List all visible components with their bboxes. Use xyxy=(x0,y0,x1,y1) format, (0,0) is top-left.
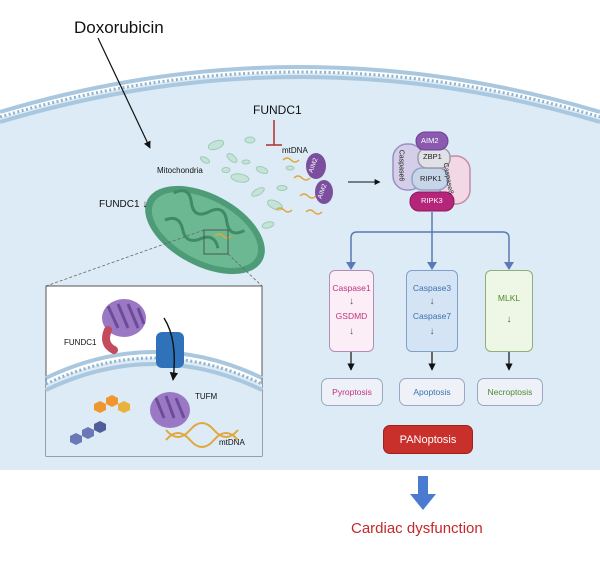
inset-panel xyxy=(45,285,263,457)
import-arrow xyxy=(163,317,179,381)
fundc1-side-text: FUNDC1 xyxy=(99,199,140,210)
outcome-arrows xyxy=(347,352,513,371)
doxorubicin-arrow xyxy=(97,37,151,149)
inset-tufm-label: TUFM xyxy=(195,392,218,401)
complex-caspase6-label: Caspase6 xyxy=(397,149,405,182)
cell-membrane-dots xyxy=(0,70,600,119)
step-arrow-icon: ↓ xyxy=(429,296,435,307)
pathway-step: Caspase3 xyxy=(412,283,452,293)
inset-fundc1-label: FUNDC1 xyxy=(64,338,97,347)
outcome-necroptosis: Necroptosis xyxy=(477,378,543,406)
outcome-pyroptosis: Pyroptosis xyxy=(321,378,383,406)
step-arrow-icon: ↓ xyxy=(429,326,435,337)
aim2-blob xyxy=(306,153,326,179)
mtdna-fragments xyxy=(214,157,323,239)
mtdna-helix xyxy=(165,422,239,448)
mitochondria-label: Mitochondria xyxy=(157,166,203,175)
complex-aim2-label: AIM2 xyxy=(421,136,439,145)
pathway-box-pyroptosis: Caspase1 ↓ GSDMD ↓ xyxy=(329,270,374,352)
result-arrow xyxy=(410,476,436,510)
fundc1-side-label: FUNDC1 ↓ xyxy=(99,199,147,210)
pathway-box-necroptosis: MLKL ↓ xyxy=(485,270,533,352)
pathway-step: Caspase7 xyxy=(412,311,452,321)
molecule-blue xyxy=(70,421,106,445)
fundc1-protein xyxy=(102,299,146,354)
panoptosome-complex xyxy=(392,131,471,212)
step-arrow-icon: ↓ xyxy=(506,314,512,325)
cell-membrane-outer xyxy=(0,65,600,114)
pathway-branches xyxy=(350,212,510,264)
aim2-blob xyxy=(315,180,333,204)
outcome-apoptosis: Apoptosis xyxy=(399,378,465,406)
step-arrow-icon: ↓ xyxy=(349,296,354,307)
inset-mtdna-label: mtDNA xyxy=(219,438,245,447)
molecule-orange xyxy=(94,395,130,413)
complex-ripk1-label: RIPK1 xyxy=(420,174,442,183)
pathway-arrowheads xyxy=(346,262,514,270)
pathway-step: GSDMD xyxy=(335,311,368,321)
fundc1-top-label: FUNDC1 xyxy=(253,103,302,117)
membrane-channel xyxy=(156,332,184,368)
step-arrow-icon: ↓ xyxy=(349,326,354,337)
zoom-region xyxy=(203,229,229,255)
pathway-step: Caspase1 xyxy=(332,283,371,293)
pathway-step: MLKL xyxy=(497,293,521,303)
complex-zbp1-label: ZBP1 xyxy=(423,152,442,161)
zoom-line xyxy=(227,253,263,287)
complex-ripk3-label: RIPK3 xyxy=(421,196,443,205)
down-arrow-icon: ↓ xyxy=(142,199,148,210)
panoptosis-box: PANoptosis xyxy=(383,425,473,454)
mtdna-label: mtDNA xyxy=(282,146,308,155)
doxorubicin-label: Doxorubicin xyxy=(74,18,164,37)
zoom-line xyxy=(45,229,205,287)
pathway-box-apoptosis: Caspase3 ↓ Caspase7 ↓ xyxy=(406,270,458,352)
tufm-protein xyxy=(150,392,190,428)
cell-membrane-inner xyxy=(0,75,600,124)
cardiac-dysfunction-label: Cardiac dysfunction xyxy=(351,520,483,537)
